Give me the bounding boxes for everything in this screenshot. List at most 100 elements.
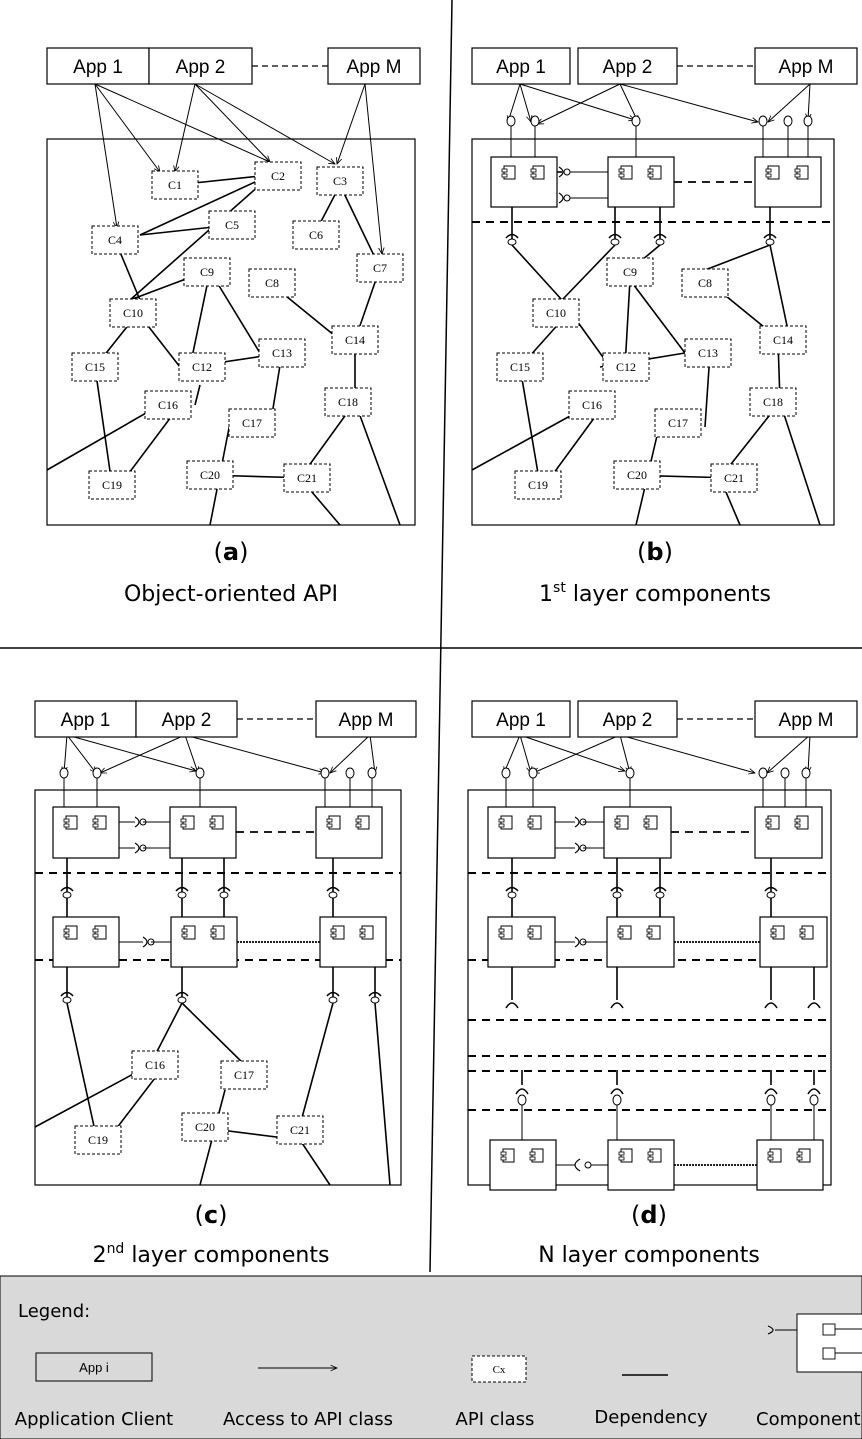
legend-title: Legend: xyxy=(18,1301,90,1322)
interface-socket xyxy=(515,1088,529,1095)
api-class-label: C8 xyxy=(265,276,279,290)
api-class-c20: C20 xyxy=(613,460,661,490)
api-class-label: C16 xyxy=(158,398,178,412)
access-arrow xyxy=(64,734,67,773)
component-port-icon xyxy=(326,815,341,830)
caption-a-text: Object-oriented API xyxy=(124,582,338,607)
api-class-label: C21 xyxy=(297,471,317,485)
app-box-am: App M xyxy=(315,700,417,738)
access-arrow xyxy=(619,734,630,773)
interface-socket xyxy=(217,886,231,899)
component-port-icon xyxy=(181,925,196,940)
api-class-c14: C14 xyxy=(331,325,379,355)
dependency-line xyxy=(354,401,401,526)
api-class-label: C12 xyxy=(192,360,212,374)
interface-lollipop xyxy=(195,767,205,779)
component-box xyxy=(759,916,828,968)
api-class-c19: C19 xyxy=(514,470,562,500)
interface-lollipop xyxy=(758,767,768,779)
caption-c-num: 2 xyxy=(93,1243,107,1268)
app-box-a2: App 2 xyxy=(135,700,238,738)
access-arrow xyxy=(537,83,621,125)
component-port-icon xyxy=(92,925,107,940)
component-box xyxy=(170,916,238,968)
legend-component-sample xyxy=(767,1313,862,1373)
api-class-label: C18 xyxy=(338,395,358,409)
component-box xyxy=(169,806,237,859)
component-port-icon xyxy=(359,925,374,940)
interface-lollipop xyxy=(501,767,511,779)
api-class-label: C1 xyxy=(168,178,182,192)
caption-a-letter: a xyxy=(223,538,239,566)
dependency-line xyxy=(94,366,113,486)
caption-d-text: N layer components xyxy=(538,1243,760,1268)
api-class-label: C7 xyxy=(373,261,387,275)
api-class-c15: C15 xyxy=(496,352,544,382)
api-class-label: C4 xyxy=(108,233,122,247)
component-port-icon xyxy=(799,925,814,940)
api-class-c16: C16 xyxy=(131,1050,179,1080)
app-label: App 1 xyxy=(61,710,111,731)
dependency-line xyxy=(34,1064,151,1128)
api-class-label: C10 xyxy=(546,306,566,320)
component-box xyxy=(754,156,822,208)
api-class-label: C3 xyxy=(333,174,347,188)
api-class-c21: C21 xyxy=(283,463,331,493)
api-class-label: C5 xyxy=(225,218,239,232)
interface-socket xyxy=(764,1088,778,1095)
interface-lollipop xyxy=(320,767,330,779)
api-class-c16: C16 xyxy=(568,390,616,420)
caption-b-text: layer components xyxy=(566,582,771,607)
api-class-c19: C19 xyxy=(88,470,136,500)
api-class-label: C15 xyxy=(85,360,105,374)
dependency-line xyxy=(299,1002,334,1126)
api-class-c17: C17 xyxy=(220,1060,268,1090)
interface-socket xyxy=(326,886,340,899)
api-class-label: C21 xyxy=(290,1123,310,1137)
interface-lollipop xyxy=(59,767,69,779)
interface-lollipop xyxy=(528,767,538,779)
access-arrow xyxy=(504,734,521,773)
access-arrow xyxy=(369,734,375,773)
api-class-label: C17 xyxy=(242,416,262,430)
api-class-c16: C16 xyxy=(144,390,192,420)
interface-socket xyxy=(175,886,189,899)
app-box-a1: App 1 xyxy=(471,700,571,738)
interface-lollipop xyxy=(766,1094,776,1106)
api-class-label: C19 xyxy=(102,478,122,492)
panel-dividers xyxy=(0,0,862,1273)
svg-text:(b): (b) xyxy=(637,538,673,566)
api-class-c5: C5 xyxy=(208,210,256,240)
api-class-c2: C2 xyxy=(254,161,302,191)
component-port-icon xyxy=(180,815,195,830)
dependency-line xyxy=(139,175,269,236)
api-class-c21: C21 xyxy=(276,1115,324,1145)
dependency-line xyxy=(129,175,271,301)
access-arrow xyxy=(364,83,382,254)
interface-socket xyxy=(505,233,519,246)
legend-label-dependency: Dependency xyxy=(594,1407,708,1428)
api-class-c18: C18 xyxy=(749,387,797,417)
access-arrow xyxy=(808,83,810,120)
app-box-a2: App 2 xyxy=(577,700,678,738)
interface-lollipop xyxy=(345,767,355,779)
access-arrow xyxy=(94,83,270,163)
dependency-line xyxy=(511,244,563,301)
app-label: App 1 xyxy=(496,710,546,731)
api-class-label: C20 xyxy=(627,468,647,482)
dependency-line xyxy=(194,384,201,406)
api-class-label: C16 xyxy=(582,398,602,412)
api-class-c9: C9 xyxy=(606,257,654,287)
component-box xyxy=(315,806,383,859)
component-port-icon xyxy=(92,815,107,830)
interface-lollipop xyxy=(780,767,790,779)
component-port-icon xyxy=(498,815,513,830)
api-class-c18: C18 xyxy=(324,387,372,417)
legend-label-client: Application Client xyxy=(15,1409,173,1430)
api-class-label: C10 xyxy=(123,306,143,320)
dependency-line xyxy=(46,404,161,471)
api-class-c10: C10 xyxy=(532,298,580,328)
